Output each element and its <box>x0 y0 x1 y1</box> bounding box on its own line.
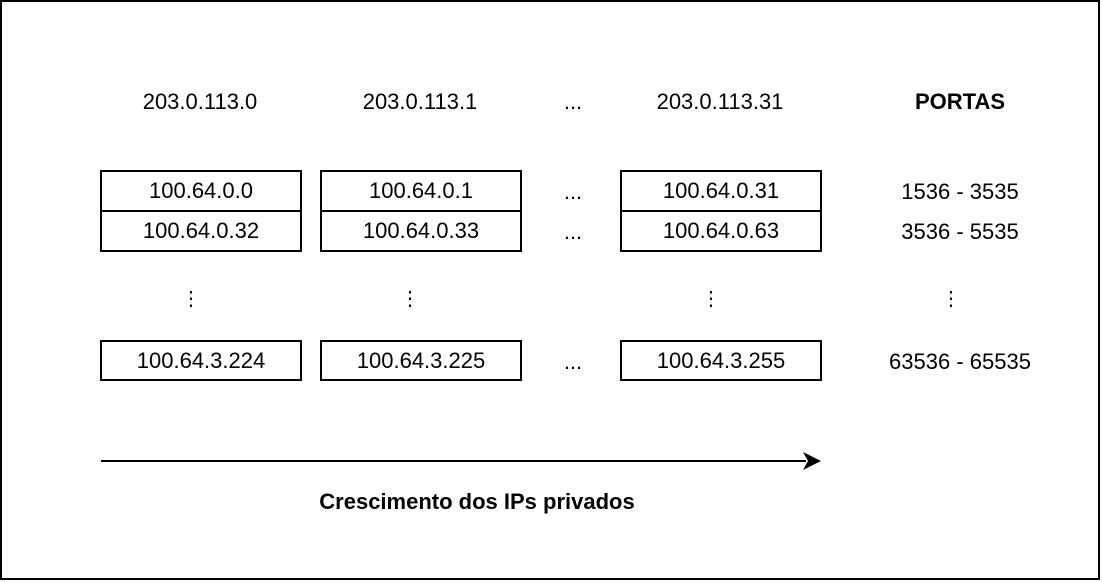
port-range: 63536 - 65535 <box>889 349 1031 374</box>
public-ip-31: 203.0.113.31 <box>656 89 784 114</box>
private-ip-box: 100.64.3.225 <box>320 340 522 381</box>
private-ip-box: 100.64.3.224 <box>100 340 302 381</box>
vertical-ellipsis: ⋮ <box>400 288 420 310</box>
private-ip-box: 100.64.3.255 <box>620 340 822 381</box>
vertical-ellipsis: ⋮ <box>941 288 961 310</box>
vertical-ellipsis: ⋮ <box>181 288 201 310</box>
private-ip-box: 100.64.0.32 <box>100 211 302 252</box>
private-ip-box: 100.64.0.0 <box>100 170 302 211</box>
private-ip-box: 100.64.0.33 <box>320 211 522 252</box>
private-ip-box: 100.64.0.1 <box>320 170 522 211</box>
ports-header: PORTAS <box>914 89 1006 114</box>
private-ip-box: 100.64.0.31 <box>620 170 822 211</box>
arrow-caption: Crescimento dos IPs privados <box>319 489 635 514</box>
public-ip-1: 203.0.113.1 <box>362 89 478 114</box>
vertical-ellipsis: ⋮ <box>701 288 721 310</box>
row-ellipsis: ... <box>563 349 583 374</box>
arrow-head-icon <box>803 452 821 470</box>
port-range: 3536 - 5535 <box>901 219 1019 244</box>
public-ip-0: 203.0.113.0 <box>142 89 258 114</box>
row-ellipsis: ... <box>563 179 583 204</box>
row-ellipsis: ... <box>563 219 583 244</box>
private-ip-box: 100.64.0.63 <box>620 211 822 252</box>
port-range: 1536 - 3535 <box>901 179 1019 204</box>
public-ip-ellipsis: ... <box>563 89 583 114</box>
